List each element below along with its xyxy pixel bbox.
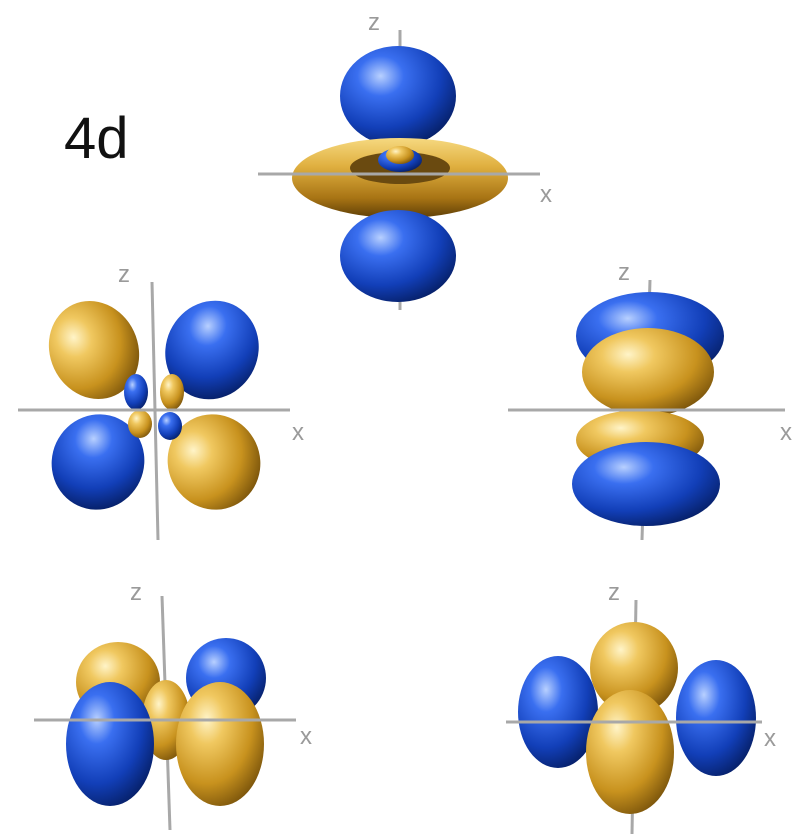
blue-lobe-left xyxy=(518,656,598,768)
orbital-dxz: z x xyxy=(18,261,304,540)
inner-gold-lobe xyxy=(160,374,184,410)
blue-lobe-front-left xyxy=(66,682,154,806)
inner-gold-lobe-low xyxy=(128,410,152,438)
x-axis-label: x xyxy=(292,419,304,446)
gold-lobe-front xyxy=(586,690,674,814)
gold-lobe-front-right xyxy=(176,682,264,806)
x-axis-label: x xyxy=(300,723,312,750)
x-axis-label: x xyxy=(764,725,776,752)
z-axis-label: z xyxy=(608,579,620,606)
orbital-dyz: z x xyxy=(508,259,792,540)
z-axis-label: z xyxy=(130,579,142,606)
x-axis-label: x xyxy=(540,181,552,208)
inner-gold-lobe xyxy=(386,146,414,164)
orbital-dz2: z x xyxy=(258,9,552,310)
orbital-dx2y2: z x xyxy=(34,579,312,830)
x-axis-label: x xyxy=(780,419,792,446)
upper-blue-lobe xyxy=(340,46,456,146)
inner-blue-lobe-low xyxy=(158,412,182,440)
inner-blue-lobe xyxy=(124,374,148,410)
blue-lobe-right xyxy=(676,660,756,776)
z-axis-label: z xyxy=(118,261,130,288)
gold-lobe-top-front xyxy=(582,328,714,416)
blue-lobe-bottom-front xyxy=(572,442,720,526)
orbital-dxy: z x xyxy=(506,579,776,834)
z-axis-label: z xyxy=(368,9,380,36)
lower-blue-lobe xyxy=(340,210,456,302)
z-axis-label: z xyxy=(618,259,630,286)
